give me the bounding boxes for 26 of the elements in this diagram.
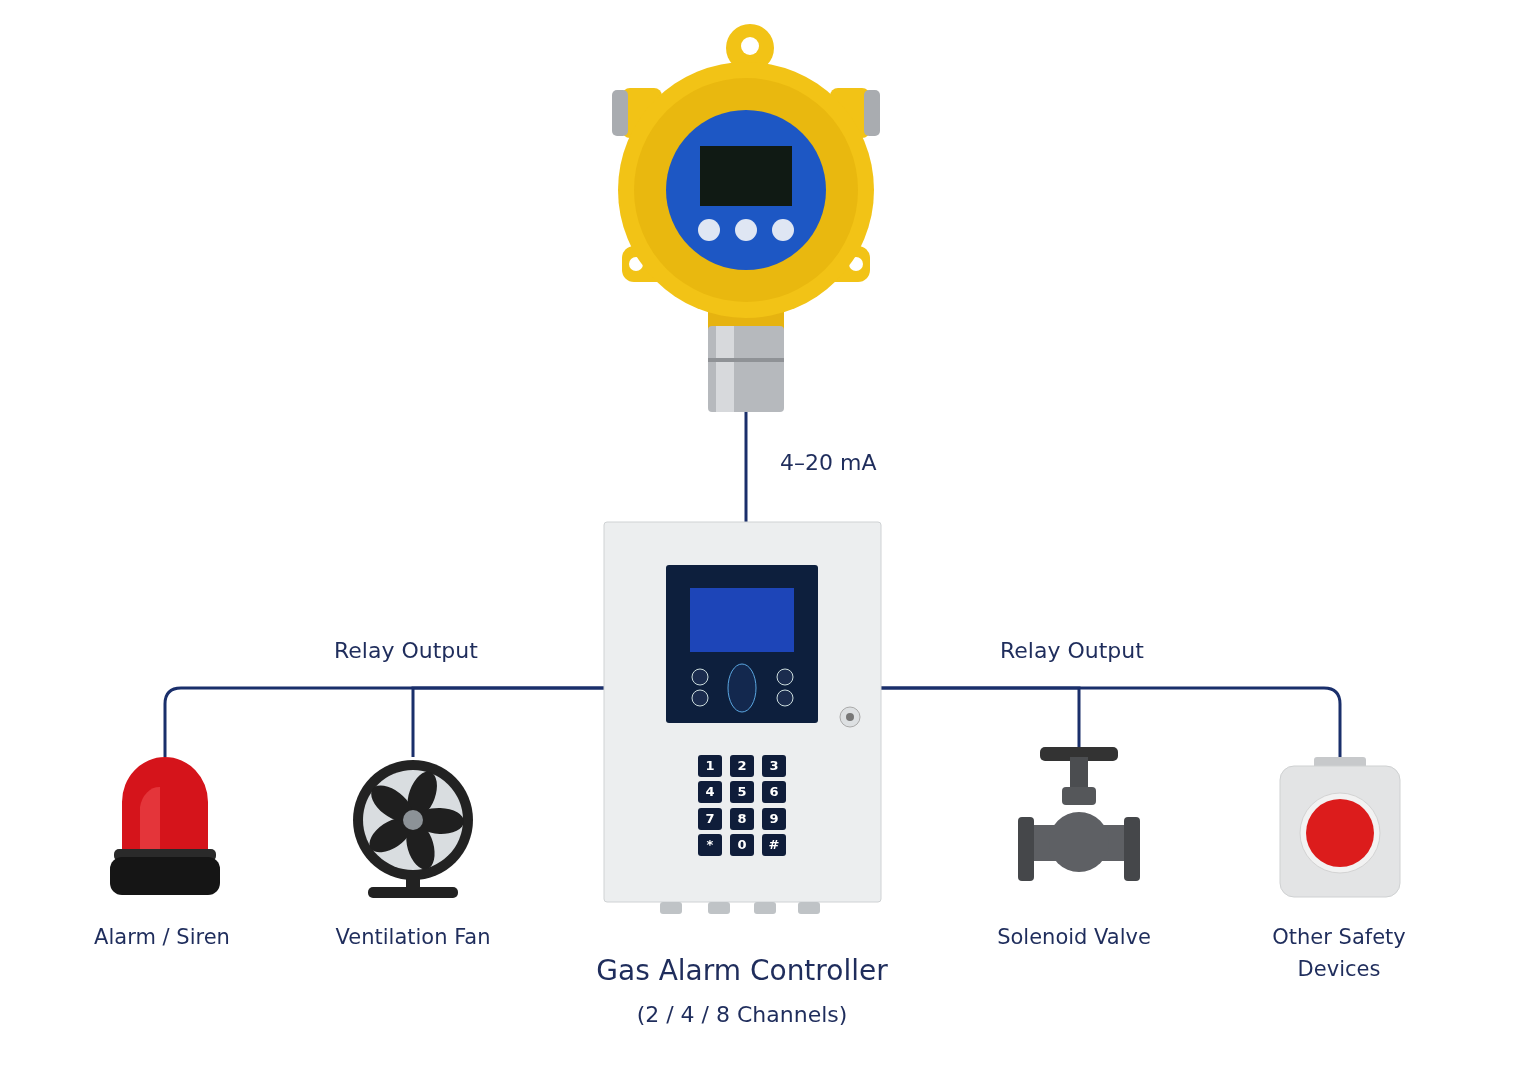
- connector-line: [411, 686, 604, 757]
- keypad-key: *: [698, 834, 722, 856]
- valve-drawing: [1018, 747, 1140, 882]
- emergency-button-drawing: [1280, 757, 1400, 897]
- keypad-key: 2: [730, 755, 754, 777]
- device-caption: Ventilation Fan: [334, 924, 492, 951]
- connector-line: [744, 412, 748, 522]
- keypad-key: #: [762, 834, 786, 856]
- keypad-key: 5: [730, 781, 754, 803]
- fan-drawing: [352, 757, 474, 898]
- keypad-key: 1: [698, 755, 722, 777]
- siren-beacon-drawing: [110, 757, 220, 895]
- keypad-key: 0: [730, 834, 754, 856]
- controller-cabinet-drawing: [604, 522, 881, 916]
- keypad-key: 4: [698, 781, 722, 803]
- keypad-key: 8: [730, 808, 754, 830]
- keypad-key: 6: [762, 781, 786, 803]
- keypad-key: 7: [698, 808, 722, 830]
- connector-line: [881, 686, 1342, 757]
- keypad-key: 3: [762, 755, 786, 777]
- device-caption: Alarm / Siren: [93, 924, 231, 951]
- device-subcaption: (2 / 4 / 8 Channels): [635, 1001, 849, 1029]
- device-caption: Solenoid Valve: [996, 924, 1152, 951]
- device-caption: Other Safety Devices: [1271, 924, 1407, 983]
- device-caption: Gas Alarm Controller: [595, 953, 889, 989]
- keypad-key: 9: [762, 808, 786, 830]
